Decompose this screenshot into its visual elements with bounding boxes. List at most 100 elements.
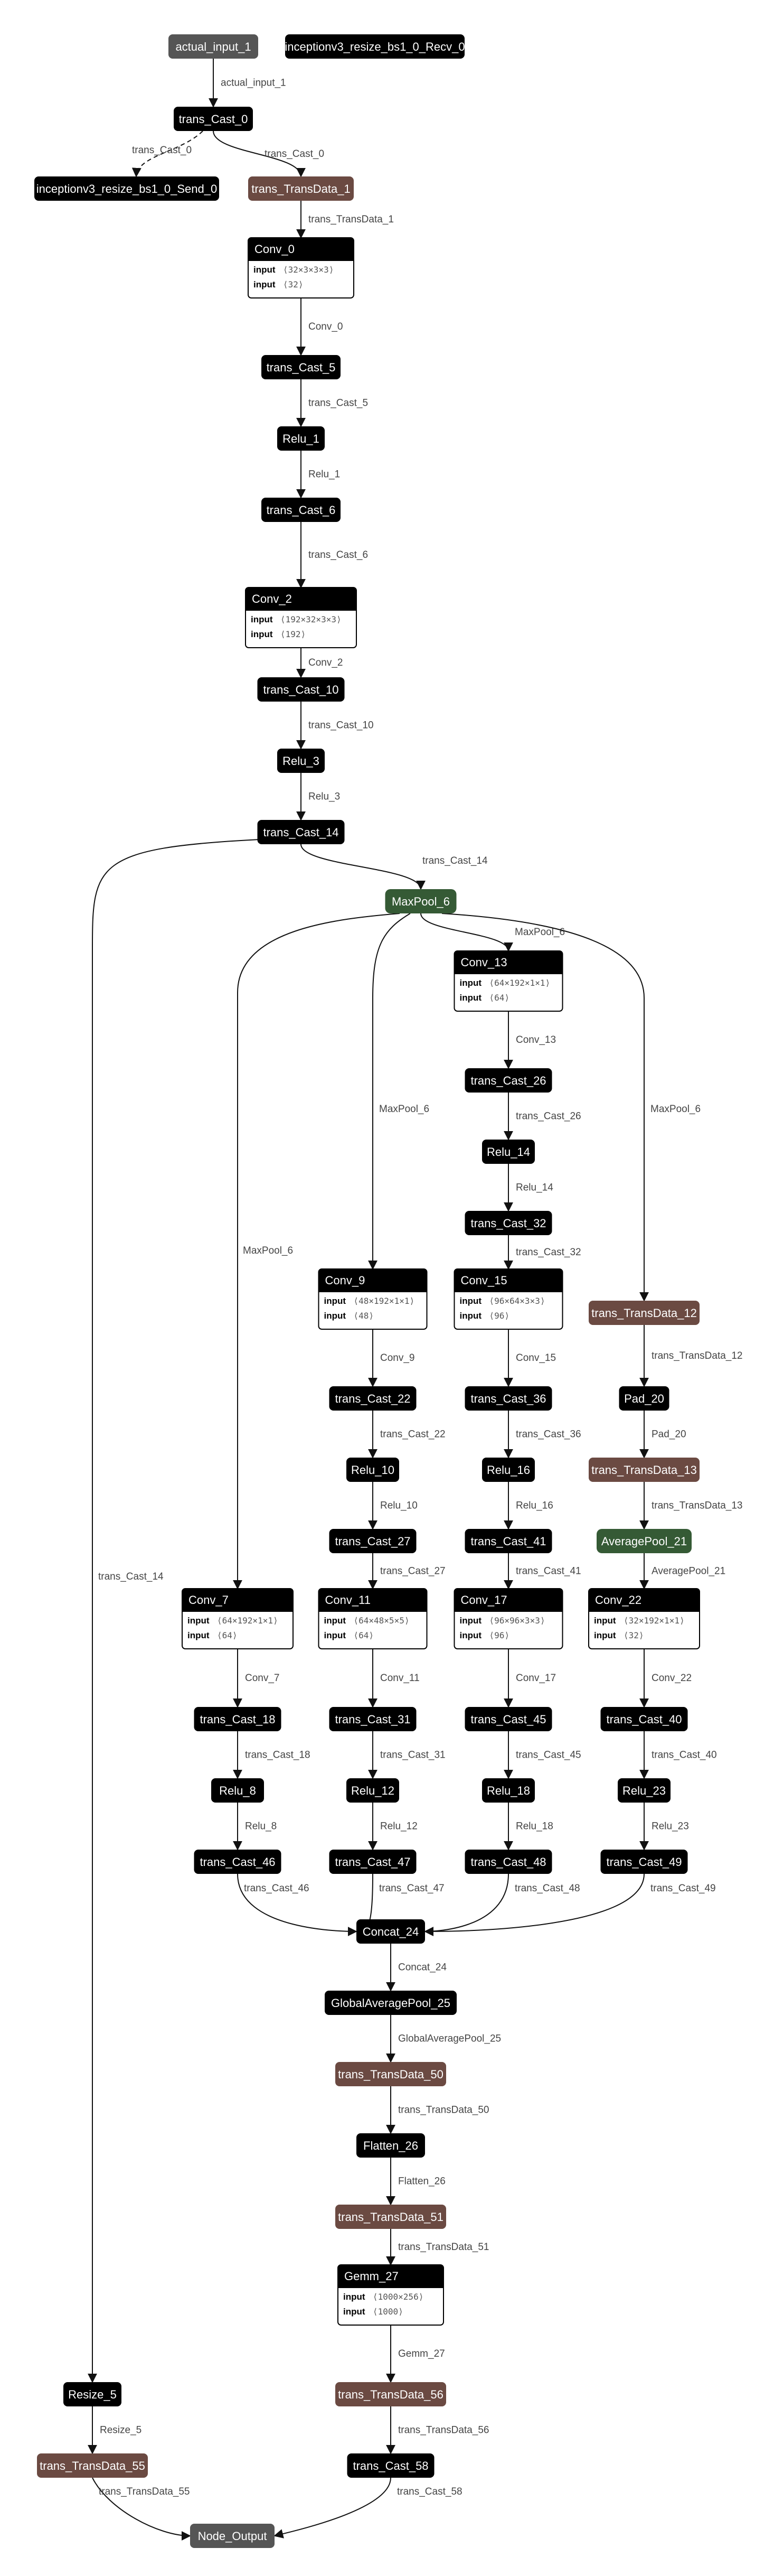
attr-key: input (460, 1616, 482, 1626)
node-relu-8[interactable]: Relu_8 (211, 1778, 264, 1803)
edge-label: actual_input_1 (221, 78, 286, 89)
edge-label: GlobalAveragePool_25 (398, 2033, 501, 2045)
node-relu-14[interactable]: Relu_14 (482, 1140, 535, 1164)
node-concat-24[interactable]: Concat_24 (356, 1919, 425, 1944)
edge-label: trans_Cast_41 (516, 1566, 581, 1577)
edge-label: trans_Cast_0 (132, 145, 192, 156)
node-pad-20[interactable]: Pad_20 (619, 1386, 669, 1411)
node-flatten-26[interactable]: Flatten_26 (356, 2133, 425, 2158)
node-send[interactable]: inceptionv3_resize_bs1_0_Send_0 (34, 176, 219, 201)
attr-key: input (594, 1616, 616, 1626)
node-averagepool-21[interactable]: AveragePool_21 (597, 1529, 692, 1553)
node-globalaveragepool-25[interactable]: GlobalAveragePool_25 (325, 1991, 457, 2015)
node-trans-cast-58[interactable]: trans_Cast_58 (347, 2453, 435, 2478)
node-relu-23[interactable]: Relu_23 (618, 1778, 671, 1803)
edge: trans_Cast_6 (296, 522, 368, 589)
node-trans-cast-45[interactable]: trans_Cast_45 (465, 1707, 552, 1731)
node-trans-cast-26[interactable]: trans_Cast_26 (465, 1068, 552, 1093)
attr-value: ⟨96⟩ (489, 1311, 510, 1321)
node-box (600, 1707, 688, 1731)
node-box (261, 498, 341, 522)
node-trans-transdata-13[interactable]: trans_TransData_13 (589, 1458, 700, 1482)
node-trans-transdata-1[interactable]: trans_TransData_1 (248, 176, 354, 201)
node-trans-cast-0[interactable]: trans_Cast_0 (174, 107, 253, 131)
node-box (329, 1386, 417, 1411)
node-label: trans_Cast_10 (263, 683, 338, 696)
node-label: Node_Output (198, 2530, 267, 2543)
node-box (285, 34, 465, 59)
node-recv[interactable]: inceptionv3_resize_bs1_0_Recv_0 (285, 34, 465, 59)
node-trans-cast-10[interactable]: trans_Cast_10 (257, 677, 345, 702)
edge: Relu_23 (639, 1803, 689, 1851)
edge: trans_Cast_10 (296, 702, 374, 750)
edge-line (424, 1873, 645, 1936)
node-trans-transdata-50[interactable]: trans_TransData_50 (335, 2062, 446, 2086)
attr-key: input (253, 279, 276, 290)
node-trans-cast-27[interactable]: trans_Cast_27 (329, 1529, 417, 1553)
node-trans-cast-5[interactable]: trans_Cast_5 (261, 355, 341, 379)
node-trans-cast-22[interactable]: trans_Cast_22 (329, 1386, 417, 1411)
node-trans-transdata-56[interactable]: trans_TransData_56 (335, 2382, 446, 2406)
node-relu-18[interactable]: Relu_18 (482, 1778, 535, 1803)
node-label: trans_Cast_41 (470, 1535, 546, 1548)
node-actual-input-1[interactable]: actual_input_1 (168, 34, 258, 59)
node-relu-10[interactable]: Relu_10 (346, 1458, 399, 1482)
node-label: Relu_14 (487, 1145, 530, 1159)
node-trans-cast-40[interactable]: trans_Cast_40 (600, 1707, 688, 1731)
node-trans-cast-32[interactable]: trans_Cast_32 (465, 1211, 552, 1235)
node-trans-transdata-51[interactable]: trans_TransData_51 (335, 2205, 446, 2229)
node-label: Flatten_26 (363, 2139, 418, 2152)
node-relu-16[interactable]: Relu_16 (482, 1458, 535, 1482)
node-box (465, 1068, 552, 1093)
node-relu-12[interactable]: Relu_12 (346, 1778, 399, 1803)
node-trans-cast-46[interactable]: trans_Cast_46 (194, 1850, 281, 1874)
edge-label: trans_Cast_40 (652, 1750, 717, 1761)
node-maxpool-6[interactable]: MaxPool_6 (385, 889, 457, 913)
edge-label: trans_Cast_46 (244, 1883, 309, 1894)
edge: AveragePool_21 (639, 1553, 725, 1590)
node-trans-cast-31[interactable]: trans_Cast_31 (329, 1707, 417, 1731)
node-trans-cast-41[interactable]: trans_Cast_41 (465, 1529, 552, 1553)
edge-line (213, 130, 306, 178)
node-trans-transdata-55[interactable]: trans_TransData_55 (37, 2453, 148, 2478)
node-trans-cast-14[interactable]: trans_Cast_14 (257, 820, 345, 844)
attr-key: input (324, 1296, 346, 1306)
attr-key: input (460, 1296, 482, 1306)
attr-value: ⟨96⟩ (489, 1630, 510, 1640)
edge: GlobalAveragePool_25 (386, 2015, 501, 2063)
attr-key: input (594, 1630, 616, 1640)
node-label: Relu_1 (282, 432, 319, 445)
node-trans-cast-6[interactable]: trans_Cast_6 (261, 498, 341, 522)
node-trans-cast-49[interactable]: trans_Cast_49 (600, 1850, 688, 1874)
node-label: trans_Cast_58 (353, 2459, 428, 2472)
node-relu-1[interactable]: Relu_1 (277, 426, 325, 451)
node-resize-5[interactable]: Resize_5 (63, 2382, 121, 2406)
node-title: Conv_13 (461, 956, 507, 969)
node-box (356, 2133, 425, 2158)
attr-key: input (343, 2307, 365, 2317)
node-label: Resize_5 (68, 2388, 117, 2401)
node-relu-3[interactable]: Relu_3 (277, 749, 325, 773)
node-trans-cast-18[interactable]: trans_Cast_18 (194, 1707, 281, 1731)
node-label: trans_Cast_36 (470, 1392, 546, 1405)
attr-value: ⟨96×96×3×3⟩ (489, 1616, 545, 1626)
node-label: AveragePool_21 (601, 1535, 687, 1548)
attr-key: input (251, 629, 273, 639)
node-trans-cast-36[interactable]: trans_Cast_36 (465, 1386, 552, 1411)
node-trans-cast-48[interactable]: trans_Cast_48 (465, 1850, 552, 1874)
node-trans-transdata-12[interactable]: trans_TransData_12 (589, 1301, 700, 1325)
edge: trans_Cast_14 (88, 839, 260, 2383)
node-node-output[interactable]: Node_Output (190, 2524, 275, 2548)
node-trans-cast-47[interactable]: trans_Cast_47 (329, 1850, 417, 1874)
